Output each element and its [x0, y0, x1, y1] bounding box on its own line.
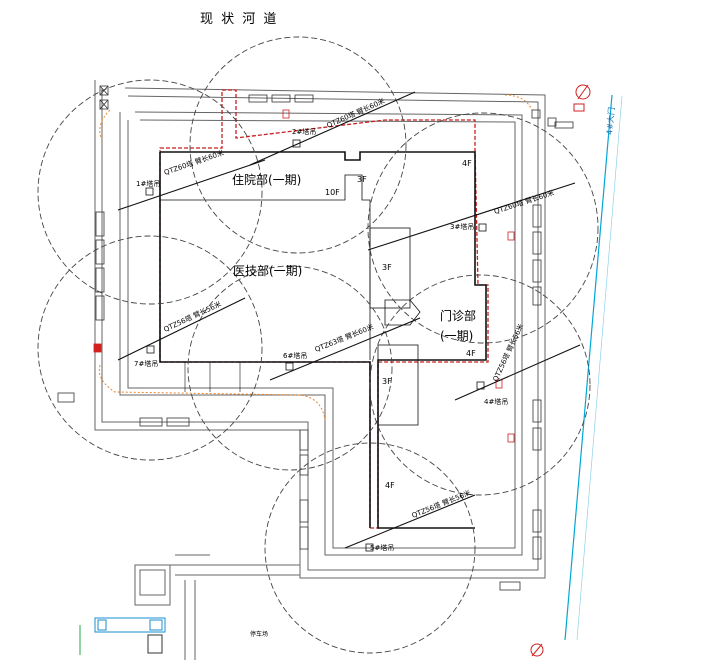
outpatient-label-2: (一期): [440, 329, 473, 343]
site-gate-box: [147, 634, 163, 654]
inpatient-label: 住院部(一期): [232, 172, 301, 187]
fire-points: [93, 109, 515, 443]
outpatient-label-1: 门诊部: [440, 308, 476, 323]
crane-2-id: 2#塔吊: [292, 127, 316, 136]
corner-markers: [99, 85, 557, 127]
crane-1-id: 1#塔吊: [136, 179, 160, 188]
lower-road: [134, 554, 300, 660]
crane-5-spec: QTZ56塔 臂长56米: [410, 488, 471, 520]
crane-4-spec: QTZ56塔 臂长56米: [491, 322, 526, 383]
crane-6-id: 6#塔吊: [283, 351, 307, 360]
crane-2-spec: QTZ60塔 臂长60米: [325, 96, 386, 130]
boundary-road-line-2: [576, 95, 623, 641]
outpatient-floors: 4F: [466, 349, 476, 358]
crane-7-spec: QTZ56塔 臂长56米: [162, 299, 223, 334]
river-title: 现 状 河 道: [200, 12, 278, 27]
parking-label: 停车场: [250, 630, 268, 638]
facility-boxes: [57, 94, 574, 591]
crane-3-id: 3#塔吊: [450, 222, 474, 231]
wing-floors-3: 4F: [385, 481, 395, 490]
inpatient-top-floors: 4F: [462, 159, 472, 168]
gate-label: 4#大门: [604, 107, 616, 136]
crane-jibs: [117, 91, 581, 549]
site-vehicle: [79, 617, 166, 655]
phase1-red-boundary: [159, 89, 489, 529]
temp-road-orange: [98, 94, 533, 421]
wing-floors-2: 3F: [382, 377, 392, 386]
medtech-label: 医技部(一期): [233, 263, 302, 278]
wing-floors-1: 3F: [382, 263, 392, 272]
site-boundary: [94, 80, 546, 579]
crane-4-id: 4#塔吊: [484, 397, 508, 406]
crane-bases: [145, 139, 487, 552]
crane-circles: [37, 36, 599, 654]
buildings: [159, 151, 487, 529]
boundary-road-line: [564, 94, 613, 641]
crane-7-id: 7#塔吊: [134, 359, 158, 368]
inpatient-floors: 10F: [325, 188, 340, 197]
crane-5-id: 5#塔吊: [370, 543, 394, 552]
crane-3-spec: QTZ60塔 臂长60米: [493, 188, 555, 216]
inpatient-side-floors: 3F: [357, 175, 367, 184]
north-arrow-icon: [530, 84, 591, 657]
